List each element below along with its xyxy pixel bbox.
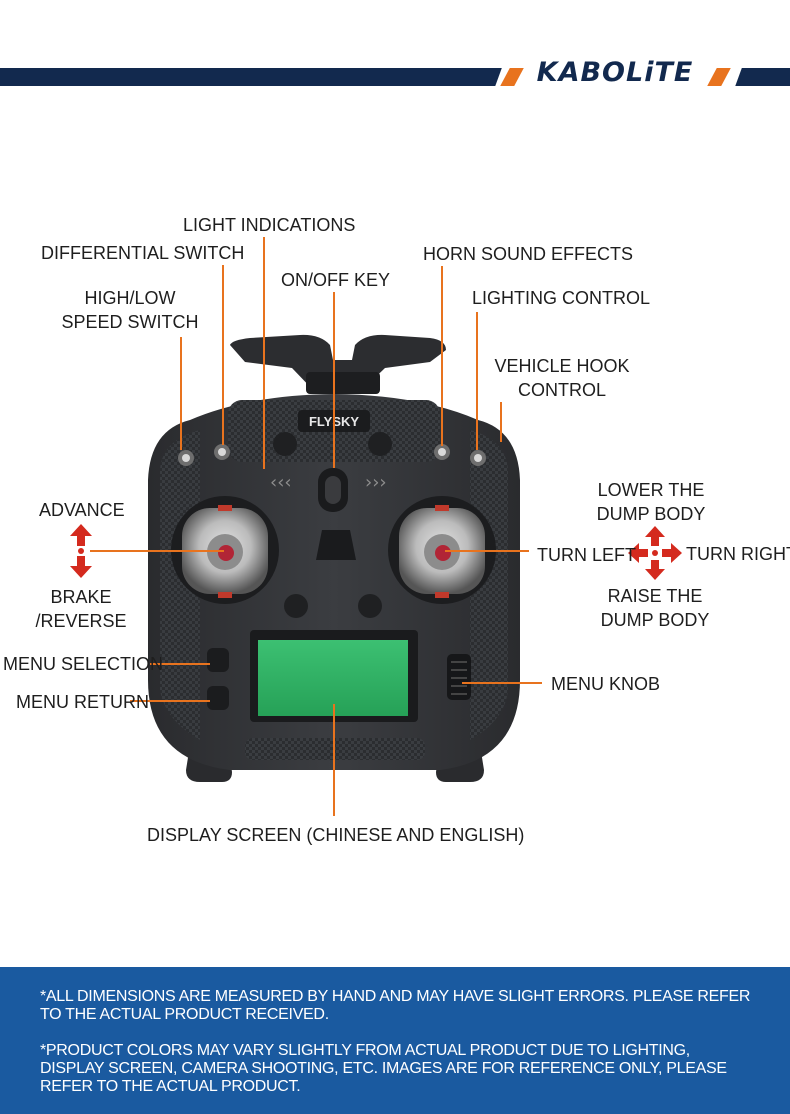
throttle-arrows-icon <box>70 524 92 578</box>
leader-differential-switch <box>222 265 224 445</box>
remote-body <box>148 394 520 770</box>
display-screen <box>258 640 408 716</box>
leader-lighting-control <box>476 312 478 450</box>
label-speed-switch: SPEED SWITCH <box>61 312 199 332</box>
leader-vehicle-hook <box>500 402 502 442</box>
label-lighting-control: LIGHTING CONTROL <box>472 288 651 308</box>
note-2-line-3: REFER TO THE ACTUAL PRODUCT. <box>40 1078 301 1095</box>
leader-display-screen <box>333 704 335 816</box>
label-turn-right: TURN RIGHT <box>686 544 790 564</box>
leader-on-off <box>333 292 335 468</box>
label-high-low: HIGH/LOW <box>84 288 176 308</box>
four-way-arrows-icon <box>628 526 682 580</box>
label-advance: ADVANCE <box>39 500 125 520</box>
label-differential-switch: DIFFERENTIAL SWITCH <box>41 243 245 263</box>
leader-high-low <box>180 337 182 450</box>
leader-menu-knob <box>462 682 542 684</box>
right-stick-gimbal <box>388 496 496 604</box>
label-menu-return: MENU RETURN <box>16 692 149 712</box>
label-turn-left: TURN LEFT <box>537 545 636 565</box>
menu-selection-button <box>207 648 229 672</box>
label-light-indications: LIGHT INDICATIONS <box>183 215 356 235</box>
label-on-off-key: ON/OFF KEY <box>281 270 391 290</box>
label-reverse: /REVERSE <box>35 611 127 631</box>
label-horn-sound-effects: HORN SOUND EFFECTS <box>423 244 634 264</box>
label-lower-the: LOWER THE <box>597 480 705 500</box>
note-2-line-1: *PRODUCT COLORS MAY VARY SLIGHTLY FROM A… <box>40 1042 690 1059</box>
brand-logo: KABOLiTE <box>536 57 694 88</box>
leader-turn <box>445 550 529 552</box>
label-menu-selection: MENU SELECTION <box>3 654 164 674</box>
note-2-line-2: DISPLAY SCREEN, CAMERA SHOOTING, ETC. IM… <box>40 1060 727 1077</box>
leader-menu-selection <box>150 663 210 665</box>
label-dump-body-upper: DUMP BODY <box>596 504 706 524</box>
note-1-line-2: TO THE ACTUAL PRODUCT RECEIVED. <box>40 1006 329 1023</box>
label-vehicle-hook-control: CONTROL <box>517 380 606 400</box>
label-brake: BRAKE <box>50 587 112 607</box>
label-vehicle-hook: VEHICLE HOOK <box>494 356 630 376</box>
carry-handle <box>230 334 446 394</box>
remote-controller-illustration: FLYSKY ‹‹‹ ››› <box>148 334 520 782</box>
leader-advance <box>90 550 224 552</box>
leader-horn <box>441 266 443 446</box>
leader-light-indications <box>263 237 265 469</box>
disclaimer-panel: *ALL DIMENSIONS ARE MEASURED BY HAND AND… <box>0 967 790 1114</box>
left-stick-gimbal <box>171 496 279 604</box>
label-dump-body-lower: DUMP BODY <box>600 610 710 630</box>
leader-menu-return <box>130 700 210 702</box>
label-menu-knob: MENU KNOB <box>551 674 661 694</box>
label-raise-the: RAISE THE <box>607 586 703 606</box>
menu-return-button <box>207 686 229 710</box>
light-indicator-right-icon: ››› <box>365 472 387 493</box>
label-display-screen: DISPLAY SCREEN (CHINESE AND ENGLISH) <box>147 825 525 845</box>
light-indicator-left-icon: ‹‹‹ <box>270 472 292 493</box>
note-1-line-1: *ALL DIMENSIONS ARE MEASURED BY HAND AND… <box>40 988 751 1005</box>
